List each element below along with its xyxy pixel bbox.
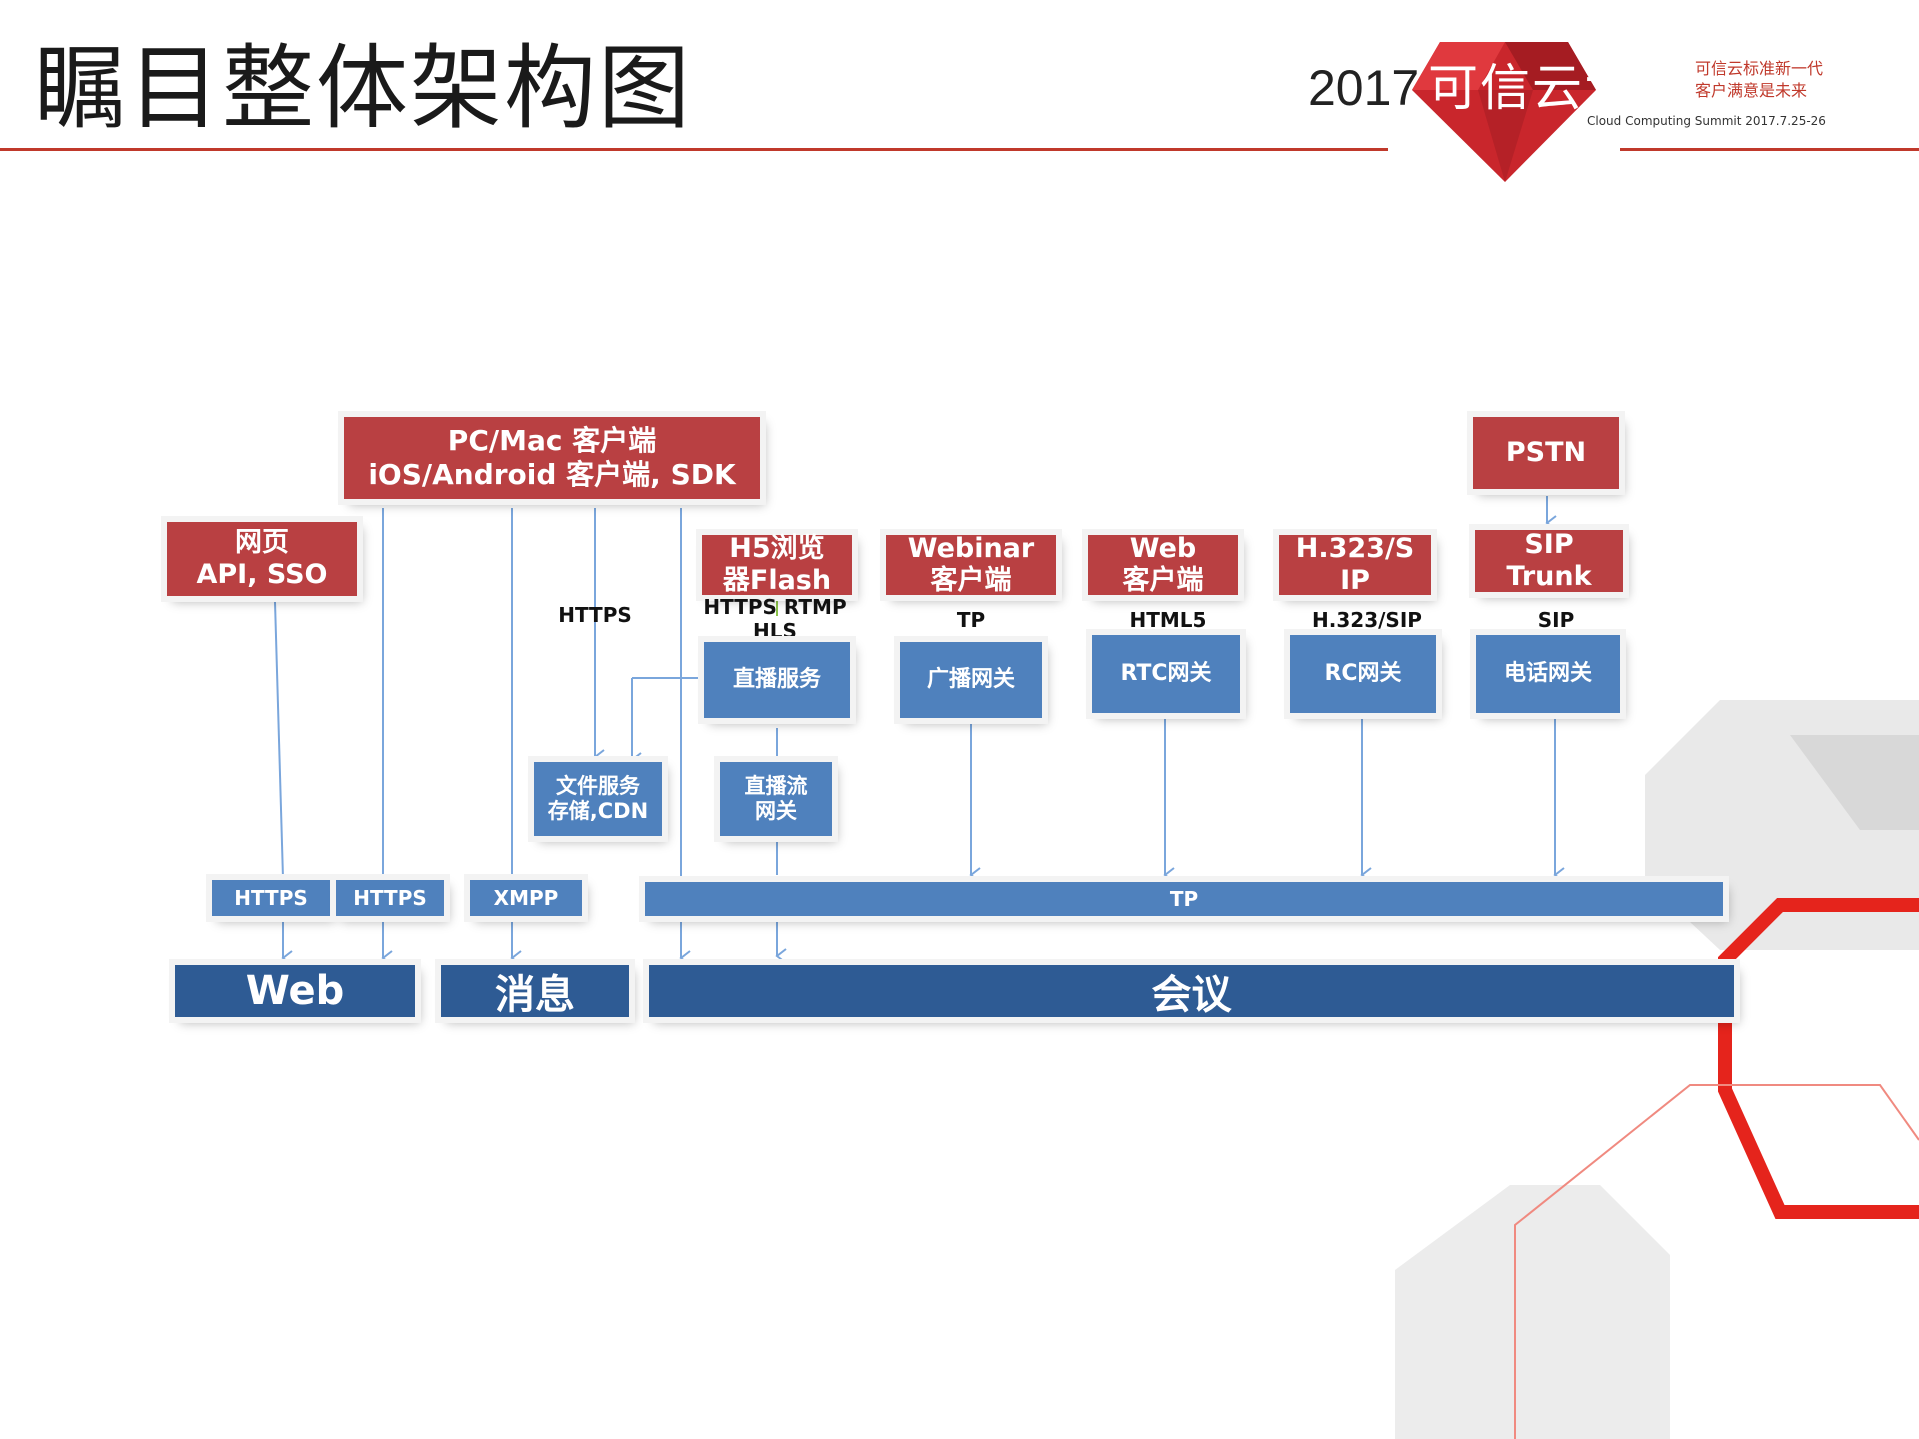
client-pstn: PSTN: [1473, 417, 1619, 489]
label-tp: TP: [956, 608, 986, 632]
label-h323-sip: H.323/SIP: [1312, 608, 1422, 632]
protocol-tp: TP: [645, 882, 1723, 916]
client-h323-sip: H.323/S IP: [1279, 533, 1431, 596]
label-https: HTTPS: [558, 603, 632, 627]
logo-name: 可信云大会: [1428, 59, 1688, 117]
label-html5: HTML5: [1129, 608, 1207, 632]
service-live-stream-gateway: 直播流 网关: [720, 762, 832, 836]
protocol-xmpp: XMPP: [470, 880, 582, 916]
page-title: 瞩目整体架构图: [34, 35, 693, 142]
logo-english: Cloud Computing Summit 2017.7.25-26: [1587, 114, 1826, 128]
logo-slogan-2: 客户满意是未来: [1695, 81, 1808, 100]
logo-year: 2017: [1308, 60, 1420, 116]
backend-web: Web: [175, 965, 415, 1017]
client-sip-trunk: SIP Trunk: [1475, 529, 1623, 592]
protocol-https-1: HTTPS: [212, 880, 330, 916]
header-rule-left: [0, 148, 1388, 151]
label-https-rtmp-hls: HTTPS RTMP HLS: [703, 595, 847, 643]
client-pc-mac: PC/Mac 客户端 iOS/Android 客户端, SDK: [344, 417, 760, 499]
service-file-cdn: 文件服务 存储,CDN: [534, 762, 662, 836]
label-sip: SIP: [1537, 608, 1575, 632]
header-rule-right: [1620, 148, 1919, 151]
service-live: 直播服务: [704, 642, 850, 718]
logo-slogan-1: 可信云标准新一代: [1695, 59, 1824, 78]
backend-meeting: 会议: [649, 965, 1734, 1018]
service-rc-gateway: RC网关: [1290, 635, 1436, 713]
protocol-https-2: HTTPS: [336, 880, 444, 916]
client-webinar: Webinar 客户端: [886, 533, 1056, 596]
client-web-api: 网页 API, SSO: [167, 522, 357, 596]
logo-gem-icon: [1412, 42, 1596, 182]
client-h5-flash: H5浏览 器Flash: [702, 533, 852, 596]
service-broadcast-gateway: 广播网关: [900, 642, 1042, 718]
backend-message: 消息: [441, 965, 629, 1018]
client-web: Web 客户端: [1088, 533, 1238, 596]
service-phone-gateway: 电话网关: [1476, 635, 1620, 713]
service-rtc-gateway: RTC网关: [1092, 635, 1240, 713]
